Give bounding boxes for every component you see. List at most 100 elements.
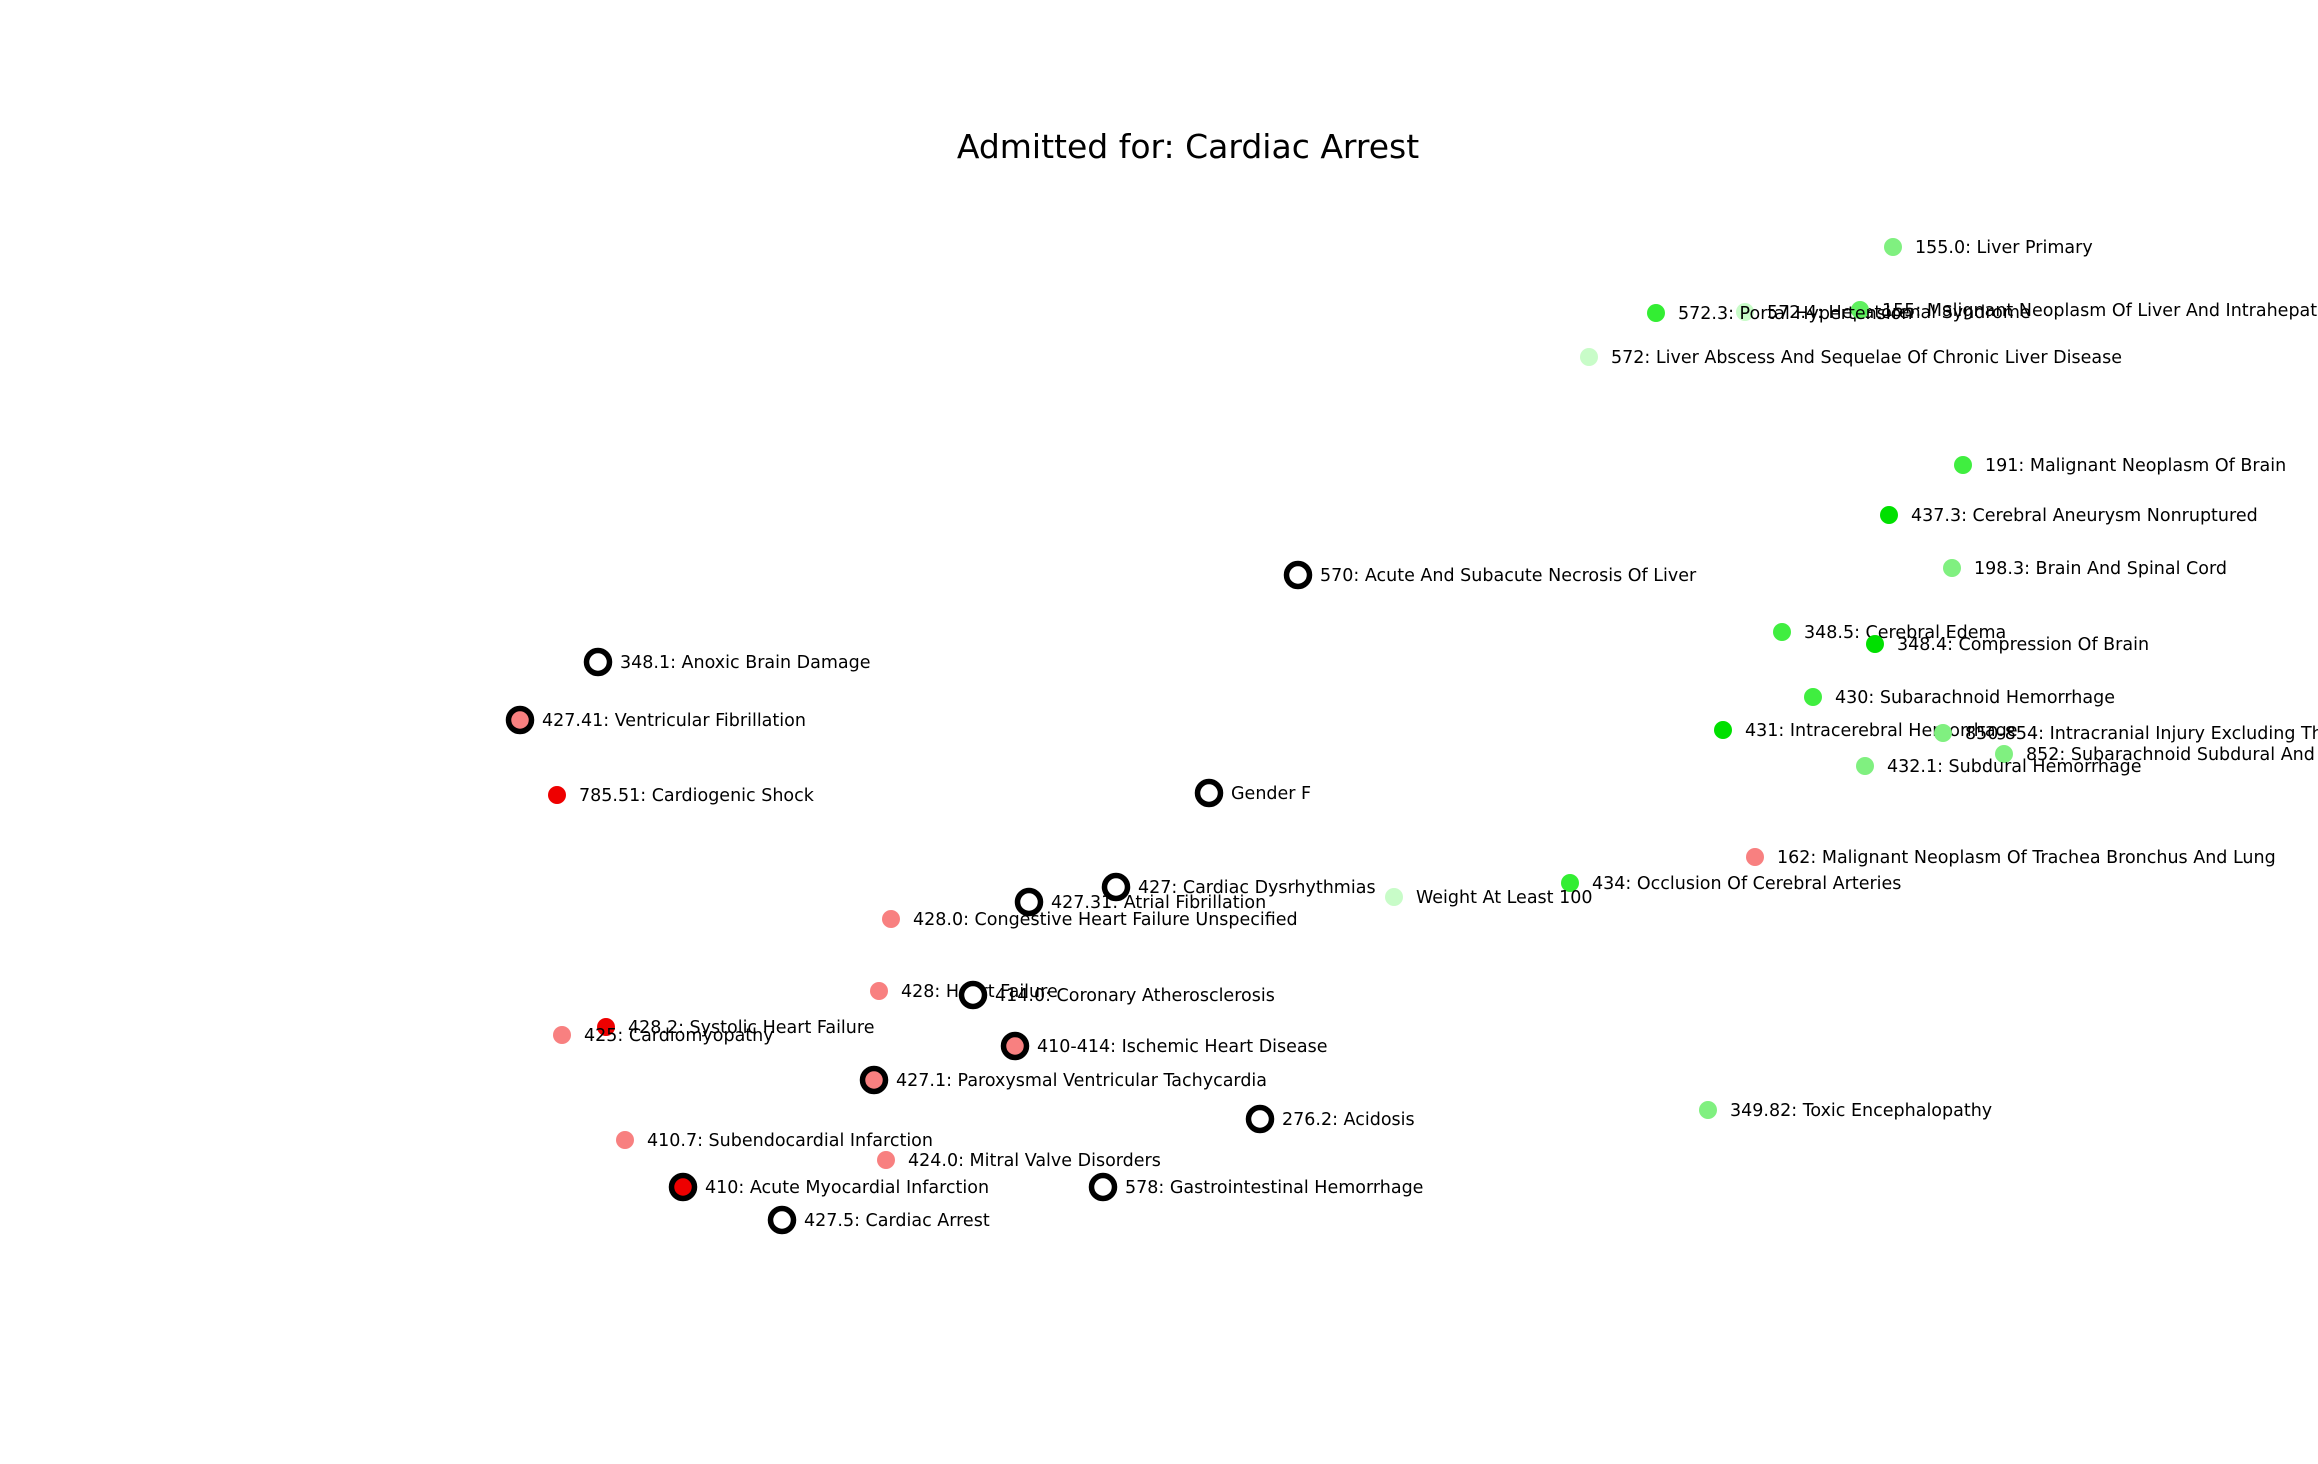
scatter-point: 427.5: Cardiac Arrest bbox=[767, 1205, 990, 1235]
scatter-point-label: 425: Cardiomyopathy bbox=[584, 1026, 774, 1046]
scatter-point-label: 348.5: Cerebral Edema bbox=[1804, 623, 2006, 643]
scatter-point-marker bbox=[1699, 1101, 1717, 1119]
scatter-point-marker bbox=[1866, 635, 1884, 653]
scatter-point: 348.5: Cerebral Edema bbox=[1773, 623, 2006, 643]
scatter-point-marker bbox=[882, 910, 900, 928]
scatter-point-label: 570: Acute And Subacute Necrosis Of Live… bbox=[1320, 566, 1697, 586]
scatter-point: 410: Acute Myocardial Infarction bbox=[668, 1172, 989, 1202]
scatter-point-label: 850-854: Intracranial Injury Excluding T… bbox=[1965, 724, 2318, 744]
scatter-point: 410.7: Subendocardial Infarction bbox=[616, 1131, 933, 1151]
scatter-point-marker bbox=[505, 705, 535, 735]
points-layer: 155.0: Liver Primary 572.4: Hepatorenal S… bbox=[505, 238, 2318, 1235]
scatter-point-label: 348.4: Compression Of Brain bbox=[1897, 635, 2149, 655]
scatter-point: 432.1: Subdural Hemorrhage bbox=[1856, 757, 2142, 777]
scatter-point-marker bbox=[1773, 623, 1791, 641]
scatter-point-label: 578: Gastrointestinal Hemorrhage bbox=[1125, 1178, 1423, 1198]
scatter-point-label: 191: Malignant Neoplasm Of Brain bbox=[1985, 456, 2286, 476]
scatter-point-label: 572.3: Portal Hypertension bbox=[1678, 304, 1912, 324]
scatter-point: 437.3: Cerebral Aneurysm Nonruptured bbox=[1880, 506, 2258, 526]
scatter-point-marker bbox=[1385, 888, 1403, 906]
scatter-point: 424.0: Mitral Valve Disorders bbox=[877, 1151, 1161, 1171]
scatter-point-marker bbox=[1283, 560, 1313, 590]
scatter-point-label: 424.0: Mitral Valve Disorders bbox=[908, 1151, 1161, 1171]
scatter-point-marker bbox=[877, 1151, 895, 1169]
scatter-point-label: 414.0: Coronary Atherosclerosis bbox=[995, 986, 1275, 1006]
scatter-point: 852: Subarachnoid Subdural And Extradura… bbox=[1995, 745, 2318, 765]
scatter-point-label: 162: Malignant Neoplasm Of Trachea Bronc… bbox=[1777, 848, 2276, 868]
scatter-point-marker bbox=[1088, 1172, 1118, 1202]
scatter-point: 430: Subarachnoid Hemorrhage bbox=[1804, 688, 2115, 708]
scatter-point: Gender F bbox=[1194, 778, 1311, 808]
scatter-point: 428.0: Congestive Heart Failure Unspecif… bbox=[882, 910, 1298, 930]
scatter-point-label: Weight At Least 100 bbox=[1416, 888, 1593, 908]
scatter-point-marker bbox=[1851, 301, 1869, 319]
scatter-point: 434: Occlusion Of Cerebral Arteries bbox=[1561, 874, 1901, 894]
scatter-point-label: 410: Acute Myocardial Infarction bbox=[705, 1178, 989, 1198]
scatter-point-label: 572: Liver Abscess And Sequelae Of Chron… bbox=[1611, 348, 2122, 368]
scatter-point-label: 427.41: Ventricular Fibrillation bbox=[542, 711, 806, 731]
scatter-point-label: 430: Subarachnoid Hemorrhage bbox=[1835, 688, 2115, 708]
scatter-point-marker bbox=[1580, 348, 1598, 366]
scatter-point-marker bbox=[1245, 1104, 1275, 1134]
scatter-point-marker bbox=[1934, 724, 1952, 742]
scatter-point-label: 437.3: Cerebral Aneurysm Nonruptured bbox=[1911, 506, 2258, 526]
scatter-point: 162: Malignant Neoplasm Of Trachea Bronc… bbox=[1746, 848, 2276, 868]
scatter-point-marker bbox=[1194, 778, 1224, 808]
scatter-point-marker bbox=[583, 647, 613, 677]
scatter-point: 427.1: Paroxysmal Ventricular Tachycardi… bbox=[859, 1065, 1267, 1095]
chart-title: Admitted for: Cardiac Arrest bbox=[957, 127, 1419, 166]
scatter-point-marker bbox=[1561, 874, 1579, 892]
scatter-point-marker bbox=[859, 1065, 889, 1095]
scatter-point: Weight At Least 100 bbox=[1385, 888, 1593, 908]
scatter-point-label: 348.1: Anoxic Brain Damage bbox=[620, 653, 870, 673]
scatter-point: 155: Malignant Neoplasm Of Liver And Int… bbox=[1851, 301, 2318, 321]
scatter-point-marker bbox=[870, 982, 888, 1000]
scatter-point-label: 427.5: Cardiac Arrest bbox=[804, 1211, 990, 1231]
scatter-point-marker bbox=[1714, 721, 1732, 739]
scatter-point: 349.82: Toxic Encephalopathy bbox=[1699, 1101, 1992, 1121]
scatter-point-marker bbox=[1880, 506, 1898, 524]
scatter-point: 572: Liver Abscess And Sequelae Of Chron… bbox=[1580, 348, 2122, 368]
scatter-point-marker bbox=[1856, 757, 1874, 775]
scatter-point: 348.1: Anoxic Brain Damage bbox=[583, 647, 870, 677]
scatter-point: 198.3: Brain And Spinal Cord bbox=[1943, 559, 2227, 579]
scatter-point-label: 852: Subarachnoid Subdural And Extradura… bbox=[2026, 745, 2318, 765]
scatter-point-label: Gender F bbox=[1231, 784, 1311, 804]
scatter-point: 155.0: Liver Primary bbox=[1884, 238, 2093, 258]
scatter-point-marker bbox=[1014, 887, 1044, 917]
scatter-point: 425: Cardiomyopathy bbox=[553, 1026, 774, 1046]
scatter-point-marker bbox=[553, 1026, 571, 1044]
scatter-point-marker bbox=[1995, 745, 2013, 763]
scatter-point-marker bbox=[1000, 1031, 1030, 1061]
scatter-point: 785.51: Cardiogenic Shock bbox=[548, 786, 815, 806]
scatter-point-marker bbox=[1954, 456, 1972, 474]
scatter-point-label: 155: Malignant Neoplasm Of Liver And Int… bbox=[1882, 301, 2318, 321]
scatter-point: 572.3: Portal Hypertension bbox=[1647, 304, 1912, 324]
scatter-point: 191: Malignant Neoplasm Of Brain bbox=[1954, 456, 2286, 476]
scatter-point-label: 410-414: Ischemic Heart Disease bbox=[1037, 1037, 1328, 1057]
scatter-point-label: 432.1: Subdural Hemorrhage bbox=[1887, 757, 2142, 777]
scatter-point-marker bbox=[1647, 304, 1665, 322]
scatter-point-marker bbox=[616, 1131, 634, 1149]
scatter-point: 348.4: Compression Of Brain bbox=[1866, 635, 2149, 655]
scatter-point-marker bbox=[1101, 872, 1131, 902]
scatter-point-marker bbox=[1736, 303, 1754, 321]
scatter-point-label: 427: Cardiac Dysrhythmias bbox=[1138, 878, 1376, 898]
scatter-point: 276.2: Acidosis bbox=[1245, 1104, 1415, 1134]
scatter-point: 427.41: Ventricular Fibrillation bbox=[505, 705, 806, 735]
scatter-point-marker bbox=[958, 980, 988, 1010]
scatter-point-label: 410.7: Subendocardial Infarction bbox=[647, 1131, 933, 1151]
scatter-point: 572.4: Hepatorenal Syndrome bbox=[1736, 303, 2031, 323]
scatter-point-label: 434: Occlusion Of Cerebral Arteries bbox=[1592, 874, 1901, 894]
scatter-point-marker bbox=[548, 786, 566, 804]
scatter-point: 427.31: Atrial Fibrillation bbox=[1014, 887, 1266, 917]
scatter-point: 428.2: Systolic Heart Failure bbox=[597, 1018, 874, 1038]
scatter-point: 410-414: Ischemic Heart Disease bbox=[1000, 1031, 1328, 1061]
scatter-point-label: 428.0: Congestive Heart Failure Unspecif… bbox=[913, 910, 1298, 930]
scatter-point-marker bbox=[1943, 559, 1961, 577]
scatter-point-marker bbox=[597, 1018, 615, 1036]
scatter-point-label: 785.51: Cardiogenic Shock bbox=[579, 786, 815, 806]
scatter-point-marker bbox=[1884, 238, 1902, 256]
scatter-point-label: 428.2: Systolic Heart Failure bbox=[628, 1018, 874, 1038]
